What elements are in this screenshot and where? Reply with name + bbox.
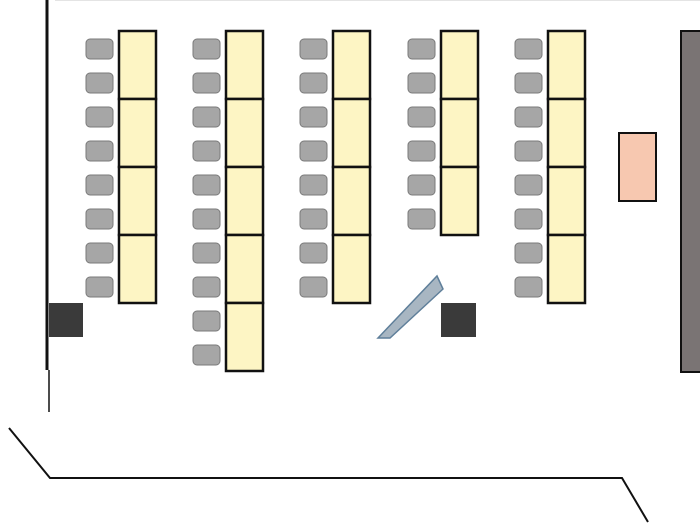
chair: [192, 276, 221, 298]
chair: [407, 140, 436, 162]
chair: [192, 310, 221, 332]
chair: [514, 38, 543, 60]
table-segment: [331, 233, 372, 305]
chairs: [85, 38, 543, 366]
chair: [514, 72, 543, 94]
chair: [514, 174, 543, 196]
chair: [407, 38, 436, 60]
chair: [407, 208, 436, 230]
chair: [192, 106, 221, 128]
table-segment: [439, 29, 480, 101]
chair: [299, 174, 328, 196]
chair: [299, 242, 328, 264]
table-segment: [546, 233, 587, 305]
right-wall-panel: [680, 30, 700, 373]
chair: [192, 344, 221, 366]
chair: [85, 72, 114, 94]
dark-block-center: [441, 303, 476, 337]
table-segment: [117, 97, 158, 169]
table-segment: [224, 233, 265, 305]
table-segment: [117, 165, 158, 237]
chair: [85, 106, 114, 128]
chair: [192, 72, 221, 94]
chair: [85, 276, 114, 298]
table-segment: [224, 97, 265, 169]
chair: [514, 208, 543, 230]
table-segment: [331, 165, 372, 237]
chair: [192, 174, 221, 196]
chair: [192, 242, 221, 264]
table-segment: [224, 29, 265, 101]
ramp: [376, 274, 444, 339]
tables: [117, 29, 587, 373]
table-segment: [117, 29, 158, 101]
chair: [192, 140, 221, 162]
chair: [299, 72, 328, 94]
chair: [407, 174, 436, 196]
chair: [85, 242, 114, 264]
chair: [299, 140, 328, 162]
table-segment: [331, 29, 372, 101]
chair: [514, 106, 543, 128]
table-segment: [546, 97, 587, 169]
walls: [8, 0, 700, 523]
chair: [85, 38, 114, 60]
table-segment: [117, 233, 158, 305]
table-segment: [224, 301, 265, 373]
chair: [514, 276, 543, 298]
chair: [514, 242, 543, 264]
chair: [299, 208, 328, 230]
fixtures: [49, 132, 657, 339]
chair: [192, 38, 221, 60]
chair: [514, 140, 543, 162]
table-segment: [546, 165, 587, 237]
table-segment: [439, 165, 480, 237]
dark-block-left: [49, 303, 83, 337]
chair: [407, 106, 436, 128]
chair: [299, 276, 328, 298]
table-segment: [439, 97, 480, 169]
table-segment: [224, 165, 265, 237]
lectern: [618, 132, 657, 202]
chair: [85, 174, 114, 196]
chair: [299, 106, 328, 128]
table-segment: [331, 97, 372, 169]
chair: [299, 38, 328, 60]
bottom-wall: [8, 427, 649, 523]
chair: [85, 140, 114, 162]
chair: [85, 208, 114, 230]
chair: [407, 72, 436, 94]
table-segment: [546, 29, 587, 101]
chair: [192, 208, 221, 230]
